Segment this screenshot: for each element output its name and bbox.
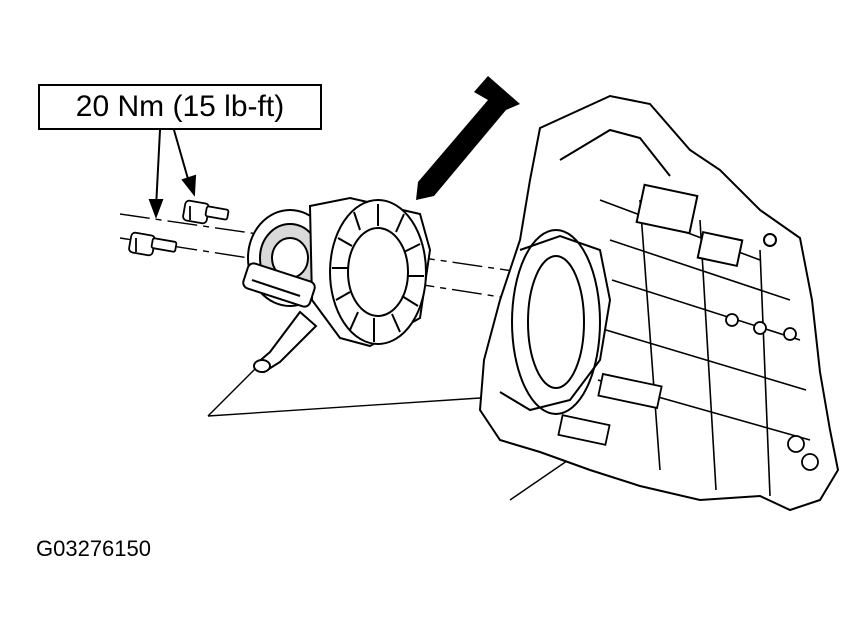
bold-arrow-icon bbox=[416, 76, 520, 200]
callout-leaders bbox=[148, 129, 197, 219]
bolt-upper bbox=[182, 199, 230, 225]
torque-spec-callout: 20 Nm (15 lb-ft) bbox=[38, 84, 322, 130]
figure-id-label: G03276150 bbox=[36, 536, 151, 561]
transmission-housing bbox=[478, 94, 840, 512]
bolt-lower bbox=[128, 231, 178, 257]
release-bearing-assembly bbox=[242, 196, 432, 374]
